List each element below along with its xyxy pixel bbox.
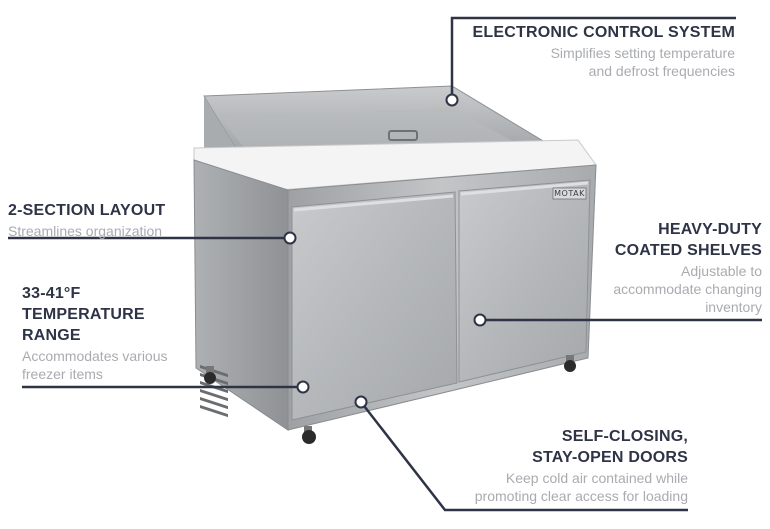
callout-lines — [8, 16, 762, 512]
side-panel — [193, 159, 289, 431]
shelves-dot — [473, 313, 487, 327]
doors-title: SELF-CLOSING, STAY-OPEN DOORS — [532, 428, 688, 466]
callout-dots — [283, 93, 487, 409]
callout-control: ELECTRONIC CONTROL SYSTEM Simplifies set… — [473, 22, 736, 80]
control-desc: Simplifies setting temperature and defro… — [550, 45, 735, 79]
brand-logo: MOTAK — [554, 189, 585, 198]
doors-desc: Keep cold air contained while promoting … — [474, 470, 688, 504]
temperature-title: 33-41°F TEMPERATURE RANGE — [22, 285, 145, 344]
shelves-desc: Adjustable to accommodate changing inven… — [613, 263, 762, 315]
doors-dot — [354, 395, 368, 409]
right-door — [458, 179, 591, 383]
right-door-handle — [460, 181, 589, 196]
temperature-desc: Accommodates various freezer items — [22, 348, 168, 382]
casters — [204, 355, 576, 444]
callout-doors: SELF-CLOSING, STAY-OPEN DOORS Keep cold … — [475, 426, 688, 505]
logo-plate — [552, 187, 587, 200]
temperature-dot — [296, 380, 310, 394]
callout-shelves: HEAVY-DUTY COATED SHELVES Adjustable to … — [613, 219, 762, 316]
layout-title: 2-SECTION LAYOUT — [8, 202, 166, 219]
callout-layout: 2-SECTION LAYOUT Streamlines organizatio… — [8, 200, 165, 240]
control-title: ELECTRONIC CONTROL SYSTEM — [472, 24, 735, 41]
left-door-handle — [293, 194, 454, 212]
control-line — [450, 16, 736, 100]
doors-line — [360, 401, 688, 512]
layout-desc: Streamlines organization — [8, 223, 163, 239]
callout-temperature: 33-41°F TEMPERATURE RANGE Accommodates v… — [22, 283, 168, 383]
layout-dot — [283, 231, 297, 245]
left-door — [291, 191, 458, 421]
lid-handle — [388, 130, 418, 141]
control-dot — [445, 93, 459, 107]
shelves-title: HEAVY-DUTY COATED SHELVES — [614, 221, 762, 259]
